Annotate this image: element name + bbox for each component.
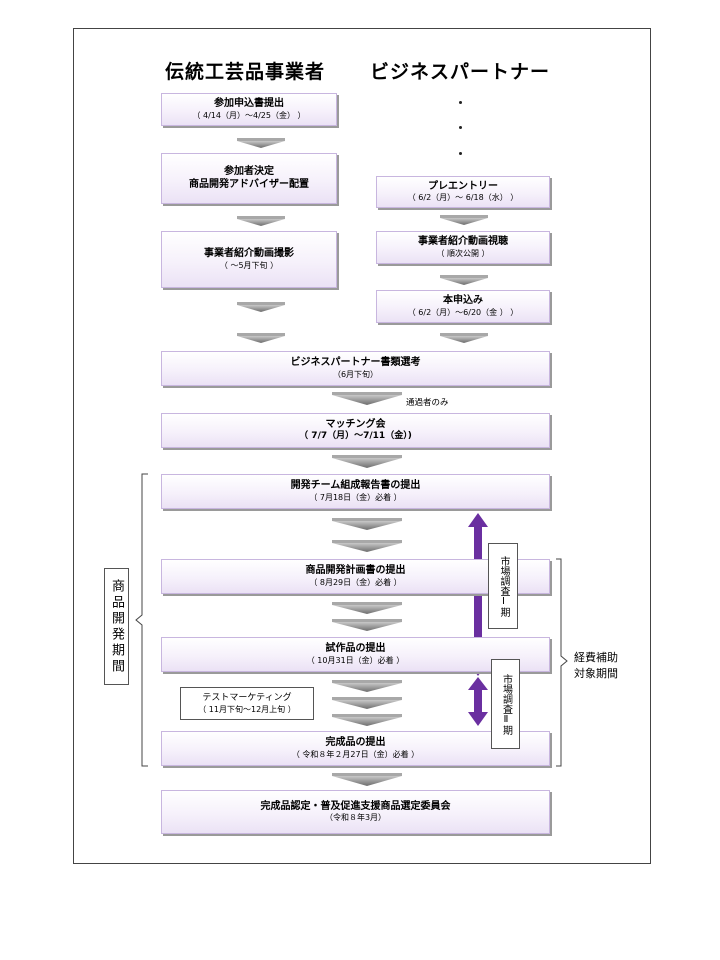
- step-date: （ 8月29日（金）必着 ）: [309, 577, 402, 587]
- step-title: 本申込み: [443, 295, 483, 307]
- step-title: 参加者決定: [224, 166, 274, 177]
- note-passed-only: 通過者のみ: [406, 398, 449, 408]
- step-title: 参加申込書提出: [214, 98, 284, 110]
- step-title: 完成品の提出: [325, 737, 386, 749]
- step-pre-entry: プレエントリー （ 6/2（月）～ 6/18（水） ）: [376, 176, 550, 208]
- step-title: 開発チーム組成報告書の提出: [290, 480, 421, 492]
- subsidy-period-label: 経費補助 対象期間: [574, 650, 618, 682]
- step-matching-event: マッチング会 （ 7/7（月）～7/11（金）): [161, 413, 550, 448]
- step-title: マッチング会: [325, 418, 386, 430]
- step-title: 事業者紹介動画視聴: [418, 236, 508, 248]
- ellipsis-dot: [459, 126, 462, 129]
- step-date: （ 7月18日（金）必着 ）: [309, 492, 402, 502]
- step-finished-product: 完成品の提出 （ 令和８年２月27日（金）必着 ）: [161, 731, 550, 766]
- step-title: 完成品認定・普及促進支援商品選定委員会: [260, 800, 451, 812]
- step-date: （ 4/14（月）～4/25（金） ）: [192, 110, 306, 120]
- step-participant-decision: 参加者決定 商品開発アドバイザー配置: [161, 153, 337, 204]
- step-date: （ 6/2（月）～6/20（金 ） ）: [407, 307, 519, 317]
- test-marketing-box: テストマーケティング （ 11月下旬～12月上旬 ）: [180, 687, 314, 720]
- step-date: （6月下旬）: [332, 369, 379, 379]
- step-date: （ 順次公開 ）: [436, 248, 490, 258]
- test-marketing-title: テストマーケティング: [202, 693, 292, 703]
- step-date: （ 7/7（月）～7/11（金）): [299, 431, 412, 442]
- diagram-frame: [73, 28, 651, 864]
- test-marketing-date: （ 11月下旬～12月上旬 ）: [198, 704, 296, 714]
- step-date: （ ～5月下旬 ）: [219, 260, 279, 270]
- step-date: （ 令和８年２月27日（金）必着 ）: [291, 749, 420, 759]
- step-development-plan: 商品開発計画書の提出 （ 8月29日（金）必着 ）: [161, 559, 550, 594]
- step-team-report: 開発チーム組成報告書の提出 （ 7月18日（金）必着 ）: [161, 474, 550, 509]
- step-date: （令和８年3月）: [324, 813, 387, 823]
- step-title: 商品開発計画書の提出: [305, 565, 406, 577]
- step-title: 事業者紹介動画撮影: [204, 248, 294, 260]
- step-prototype: 試作品の提出 （ 10月31日（金）必着 ）: [161, 637, 550, 672]
- step-certification-committee: 完成品認定・普及促進支援商品選定委員会 （令和８年3月）: [161, 790, 550, 834]
- ellipsis-dot: [459, 152, 462, 155]
- market-research-period2-label: 市場調査Ⅱ期: [491, 659, 520, 749]
- market-research-period1-label: 市場調査Ⅰ期: [488, 543, 518, 629]
- step-title: 試作品の提出: [325, 643, 386, 655]
- heading-business-partner: ビジネスパートナー: [370, 61, 551, 83]
- step-document-screening: ビジネスパートナー書類選考 （6月下旬）: [161, 351, 550, 386]
- step-date: （ 6/2（月）～ 6/18（水） ）: [407, 193, 519, 203]
- step-intro-video-shoot: 事業者紹介動画撮影 （ ～5月下旬 ）: [161, 231, 337, 288]
- development-period-label: 商品開発期間: [104, 568, 129, 685]
- step-date: （ 10月31日（金）必着 ）: [306, 655, 405, 665]
- subsidy-label-line1: 経費補助: [574, 651, 618, 664]
- step-title: ビジネスパートナー書類選考: [290, 357, 421, 369]
- step-intro-video-view: 事業者紹介動画視聴 （ 順次公開 ）: [376, 231, 550, 264]
- step-application-submission: 参加申込書提出 （ 4/14（月）～4/25（金） ）: [161, 93, 337, 126]
- step-main-application: 本申込み （ 6/2（月）～6/20（金 ） ）: [376, 290, 550, 323]
- step-title-2: 商品開発アドバイザー配置: [189, 178, 309, 190]
- subsidy-label-line2: 対象期間: [574, 666, 618, 680]
- ellipsis-dot: [459, 101, 462, 104]
- heading-craft-business: 伝統工芸品事業者: [165, 61, 326, 83]
- step-title: プレエントリー: [428, 180, 498, 192]
